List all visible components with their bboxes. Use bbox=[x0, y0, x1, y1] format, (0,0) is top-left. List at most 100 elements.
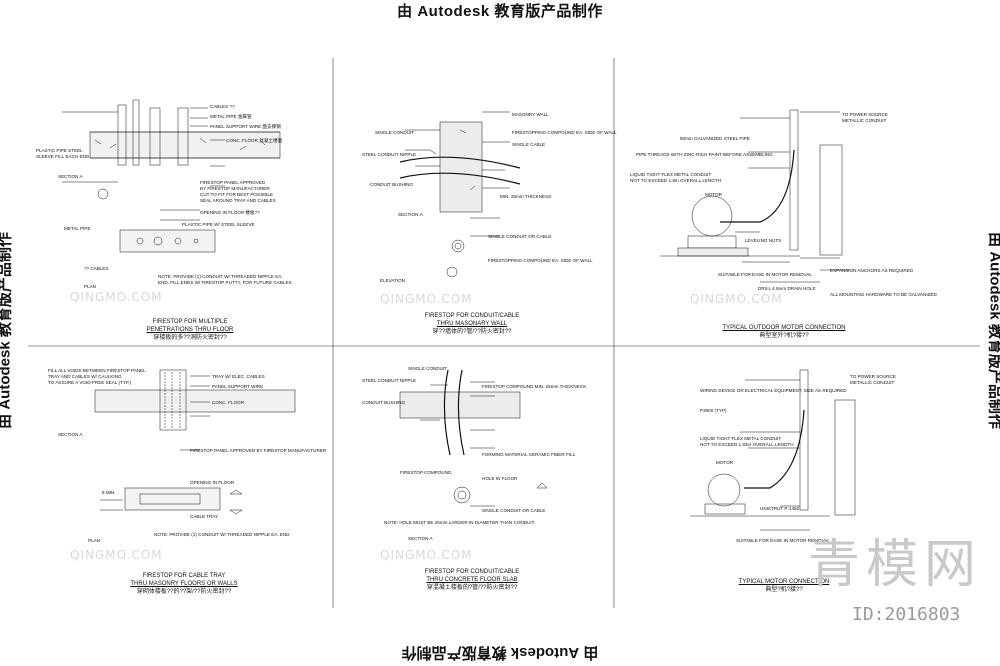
ghost-watermark: QINGMO.COM bbox=[70, 548, 163, 562]
panel-5-drawing bbox=[399, 369, 548, 507]
label-p4-elec: TRAY W/ ELEC. CABLES bbox=[212, 374, 265, 379]
ghost-watermark: QINGMO.COM bbox=[380, 292, 473, 306]
caption-cn: 穿混凝土楼板的?管/??防火密封?? bbox=[426, 585, 518, 591]
label-p6-removal: SUITABLE FOR EASE IN MOTOR REMOVAL bbox=[736, 538, 830, 543]
label-p4-tray: TRAY AND CABLES W/ CAULKING bbox=[48, 374, 122, 379]
label-p1-opening: OPENING IN FLOOR 楼板?? bbox=[200, 209, 260, 216]
label-p5-note: NOTE: HOLE MUST BE 25mm LARGER IN DIAMET… bbox=[384, 520, 535, 525]
label-p2-compound2: FIRESTOPPING COMPOUND EA. SIDE OF WALL bbox=[488, 258, 593, 263]
caption-subtitle: THRU MASONRY FLOORS OR WALLS bbox=[130, 581, 238, 587]
label-p4-panel: FIRESTOP PANEL APPROVED BY FIRESTOP MANU… bbox=[190, 448, 327, 453]
panel-3-drawing bbox=[660, 109, 850, 283]
label-p1-metal: METAL PIPE bbox=[64, 226, 91, 231]
label-p2-elevation: ELEVATION bbox=[380, 278, 405, 283]
brand-logo: 青模网 bbox=[808, 535, 983, 595]
caption-cn: 穿砌体楼板??的??架/??防火密封?? bbox=[136, 589, 232, 595]
label-p2-nipple: STEEL CONDUIT NIPPLE bbox=[362, 152, 416, 157]
label-p6-length: NOT TO EXCEED 1.83m OVERALL LENGTH bbox=[700, 442, 794, 447]
label-p5-bushing: CONDUIT BUSHING bbox=[362, 400, 405, 405]
label-p3-anchors: EXPANSION ANCHORS AS REQUIRED bbox=[830, 268, 914, 273]
label-p2-single-conduit: SINGLE CONDUIT bbox=[375, 130, 414, 135]
panel-6-drawing bbox=[690, 369, 856, 531]
caption-panel-4: FIRESTOP FOR CABLE TRAY THRU MASONRY FLO… bbox=[64, 572, 304, 596]
label-p2-compound: FIRESTOPPING COMPOUND EA. SIDE OF WALL bbox=[512, 130, 617, 135]
label-p6-flex: LIQUID TIGHT FLEX METAL CONDUIT bbox=[700, 436, 781, 441]
caption-panel-3: TYPICAL OUTDOOR MOTOR CONNECTION 典型室外?机?… bbox=[664, 324, 904, 340]
label-p6-motor: MOTOR bbox=[716, 460, 734, 465]
label-p2-single: SINGLE CONDUIT OR CABLE bbox=[488, 234, 551, 239]
label-p6-unistrut: UNISTRUT P-1452 bbox=[760, 506, 800, 511]
label-p5-hole: HOLE IN FLOOR bbox=[482, 476, 518, 481]
caption-panel-5: FIRESTOP FOR CONDUIT/CABLE THRU CONCRETE… bbox=[352, 568, 592, 592]
label-p1-plan: PLAN bbox=[84, 284, 96, 289]
caption-cn: 典型室外?机?接?? bbox=[759, 333, 809, 339]
caption-title: TYPICAL MOTOR CONNECTION bbox=[738, 579, 830, 585]
label-p4-note: NOTE: PROVIDE (1) CONDUIT W/ THREADED NI… bbox=[154, 532, 290, 537]
label-p1-plastic-pipe: PLASTIC PIPE STEEL bbox=[36, 148, 83, 153]
watermark-top: 由 Autodesk 教育版产品制作 bbox=[397, 3, 603, 20]
ghost-watermark: QINGMO.COM bbox=[380, 548, 473, 562]
label-p1-mfr: BY FIRESTOP MANUFACTURER bbox=[200, 186, 270, 191]
caption-cn: 穿楼板的多??洞防火密封?? bbox=[153, 335, 227, 341]
label-p3-threads: PIPE THREADS WITH ZINC-RICH PAINT BEFORE… bbox=[636, 152, 773, 157]
label-p5-nipple: STEEL CONDUIT NIPPLE bbox=[362, 378, 416, 383]
label-p3-flex: LIQUID TIGHT FLEX METAL CONDUIT bbox=[630, 172, 711, 177]
label-p4-opening: OPENING IN FLOOR bbox=[190, 480, 235, 485]
label-p2-cable: SINGLE CABLE bbox=[512, 142, 545, 147]
caption-subtitle: PENETRATIONS THRU FLOOR bbox=[146, 327, 234, 333]
label-p3-galv: 50mm GALVANIZED STEEL PIPE bbox=[680, 136, 750, 141]
label-p1-cables: CABLES ?? bbox=[210, 104, 235, 109]
label-p1-support-wire: PANEL SUPPORT WIRE 面支撑钢 bbox=[210, 123, 281, 130]
label-p5-single: SINGLE CONDUIT OR CABLE bbox=[482, 508, 545, 513]
label-p3-galv-hw: ALL MOUNTING HARDWARE TO BE GALVANIZED bbox=[830, 292, 937, 297]
label-p4-min: 6 MIN. bbox=[102, 490, 116, 495]
label-p6-device: WIRING DEVICE OR ELECTRICAL EQUIPMENT, S… bbox=[700, 388, 847, 393]
ghost-watermark: QINGMO.COM bbox=[70, 290, 163, 304]
label-p1-floor: CONC. FLOOR 混凝土楼面 bbox=[226, 137, 283, 144]
panel-grid bbox=[28, 58, 980, 608]
label-p4-plan: PLAN bbox=[88, 538, 100, 543]
label-p3-length: NOT TO EXCEED 1.8m OVERALL LENGTH bbox=[630, 178, 721, 183]
label-p1-panel: FIRESTOP PANEL APPROVED bbox=[200, 180, 266, 185]
panel-2-drawing bbox=[399, 111, 521, 278]
label-p6-p3000: P3000 (TYP) bbox=[700, 408, 727, 413]
label-p1-sleeve: SLEEVE FILL EACH END bbox=[36, 154, 90, 159]
caption-title: FIRESTOP FOR CONDUIT/CABLE bbox=[424, 313, 520, 319]
caption-panel-1: FIRESTOP FOR MULTIPLE PENETRATIONS THRU … bbox=[70, 318, 310, 342]
label-p3-conduit: METALLIC CONDUIT bbox=[842, 118, 887, 123]
label-p3-power: TO POWER SOURCE bbox=[842, 112, 888, 117]
caption-cn: 典型?机?接?? bbox=[765, 587, 803, 593]
label-p6-conduit: METALLIC CONDUIT bbox=[850, 380, 895, 385]
label-p5-conduit: SINGLE CONDUIT bbox=[408, 366, 447, 371]
label-p2-bushing: CONDUIT BUSHING bbox=[370, 182, 413, 187]
label-p1-cut: CUT TO FIT FOR BEST POSSIBLE bbox=[200, 192, 273, 197]
caption-subtitle: THRU CONCRETE FLOOR SLAB bbox=[426, 577, 518, 583]
caption-title: FIRESTOP FOR CABLE TRAY bbox=[142, 573, 226, 579]
label-p1-section: SECTION A bbox=[58, 174, 83, 179]
panel-4-drawing bbox=[94, 369, 296, 515]
label-p3-drain: DRILL 4.5mm DRAIN HOLE bbox=[758, 286, 816, 291]
label-p2-section: SECTION A bbox=[398, 212, 423, 217]
label-p4-seal: TO ASSURE A VOID-FREE SEAL (TYP.) bbox=[48, 380, 132, 385]
caption-title: TYPICAL OUTDOOR MOTOR CONNECTION bbox=[722, 325, 846, 331]
label-p1-sleeve-pipe: PLASTIC PIPE W/ STEEL SLEEVE bbox=[182, 222, 255, 227]
caption-cn: 穿??墙体的?管/??防火密封?? bbox=[432, 329, 512, 335]
caption-panel-2: FIRESTOP FOR CONDUIT/CABLE THRU MASONARY… bbox=[352, 312, 592, 336]
label-p1-seal: SEAL AROUND TRAY AND CABLES bbox=[200, 198, 276, 203]
label-p5-compound2: FIRESTOP COMPOUND bbox=[400, 470, 452, 475]
label-p1-note1: NOTE: PROVIDE (1) CONDUIT W/ THREADED NI… bbox=[158, 274, 283, 279]
label-p1-metal-pipe: METAL PIPE 金属管 bbox=[210, 113, 252, 120]
caption-title: FIRESTOP FOR CONDUIT/CABLE bbox=[424, 569, 520, 575]
label-p4-fill: FILL ALL VOIDS BETWEEN FIRESTOP PANEL bbox=[48, 368, 146, 373]
image-id: ID:2016803 bbox=[852, 604, 961, 625]
caption-title: FIRESTOP FOR MULTIPLE bbox=[152, 319, 228, 325]
label-p4-section: SECTION A bbox=[58, 432, 83, 437]
label-p4-floor: CONC. FLOOR bbox=[212, 400, 245, 405]
caption-panel-6: TYPICAL MOTOR CONNECTION 典型?机?接?? bbox=[664, 578, 904, 594]
ghost-watermark: QINGMO.COM bbox=[690, 292, 783, 306]
label-p5-compound: FIRESTOP COMPOUND MIN. 25mm THICKNESS bbox=[482, 384, 586, 389]
panel-1-drawing bbox=[62, 99, 281, 253]
annotation-text: CABLES ?? METAL PIPE 金属管 PANEL SUPPORT W… bbox=[36, 104, 937, 543]
label-p4-wire: PANEL SUPPORT WIRE bbox=[212, 384, 263, 389]
